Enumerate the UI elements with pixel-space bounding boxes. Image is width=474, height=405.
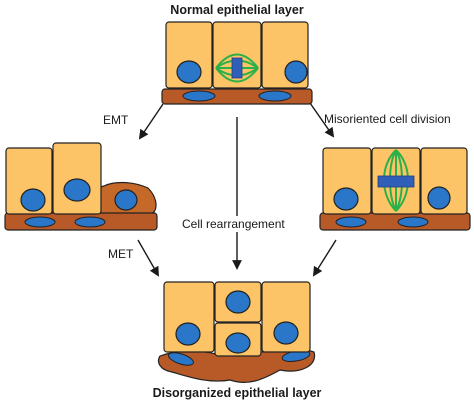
label-bg xyxy=(180,216,294,232)
nucleus xyxy=(335,216,367,228)
nucleus xyxy=(175,322,201,346)
nucleus xyxy=(273,321,299,345)
nucleus xyxy=(24,216,56,228)
nucleus xyxy=(225,332,251,354)
chromosomes xyxy=(377,175,415,188)
arrow-icon xyxy=(137,102,337,277)
bottom-title: Disorganized epithelial layer xyxy=(153,386,322,400)
nucleus xyxy=(225,290,251,314)
nucleus xyxy=(333,187,359,211)
label-rearrangement: Cell rearrangement xyxy=(182,217,285,231)
nucleus xyxy=(284,60,308,84)
label-emt: EMT xyxy=(103,113,129,127)
label-met: MET xyxy=(108,247,134,261)
nucleus xyxy=(397,216,429,228)
label-misoriented: Misoriented cell division xyxy=(324,112,451,126)
nucleus xyxy=(176,60,202,84)
nucleus xyxy=(114,189,138,211)
arrow-emt xyxy=(138,103,164,140)
arrow-met xyxy=(137,239,159,277)
nucleus xyxy=(258,90,292,102)
nucleus xyxy=(74,216,106,228)
nucleus xyxy=(63,178,91,202)
nucleus xyxy=(182,90,216,102)
nucleus xyxy=(168,352,194,366)
normal-layer xyxy=(161,21,313,105)
arrow-misoriented-to-bottom xyxy=(312,239,337,277)
chromosomes xyxy=(231,57,243,79)
top-title: Normal epithelial layer xyxy=(170,3,304,17)
disorganized-layer xyxy=(157,281,316,383)
emt-layer xyxy=(4,142,158,231)
nucleus xyxy=(20,188,46,212)
arrow-misoriented xyxy=(309,102,335,138)
nucleus xyxy=(427,186,451,210)
misoriented-layer xyxy=(319,147,471,231)
